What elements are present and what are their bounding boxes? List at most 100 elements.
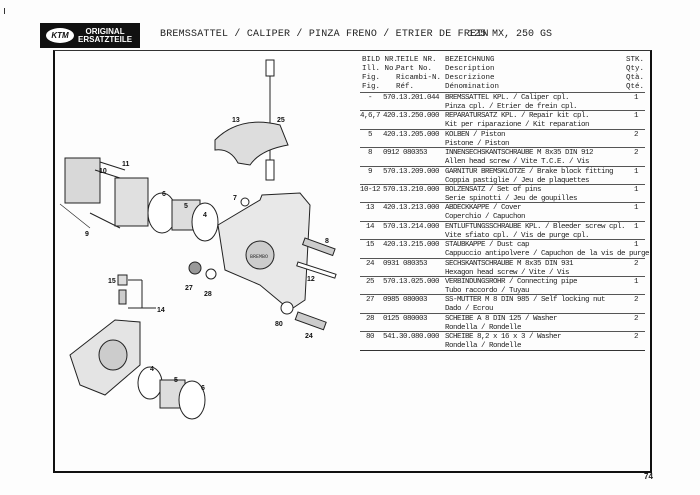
cell-fig: 4,6,7 <box>359 112 381 121</box>
cell-fig: 25 <box>365 278 375 286</box>
cell-desc2: Pistone / Piston <box>445 139 510 148</box>
callout-6: 6 <box>162 191 166 198</box>
callout-11: 11 <box>122 161 130 168</box>
cell-desc1: ENTLUFTUNGSSCHRAUBE KPL. / Bleeder screw… <box>445 222 626 231</box>
col-header-fig: BILD NR.Ill. No.Fig.Fig. <box>362 56 399 91</box>
washer-28 <box>205 268 217 280</box>
washer-80 <box>280 301 294 315</box>
ktm-logo-mark: KTM <box>46 28 74 43</box>
cell-fig: 15 <box>365 241 375 250</box>
cell-part: 541.30.080.000 <box>383 333 440 342</box>
cell-qty: 2 <box>634 149 639 158</box>
callout-8: 8 <box>325 238 329 245</box>
model-label: 125 MX, 250 GS <box>468 29 553 40</box>
callout-24: 24 <box>305 333 313 340</box>
cell-desc1: BREMSSATTEL KPL. / Caliper cpl. <box>445 94 570 102</box>
caliper-brand-mark: BREMBO <box>250 254 268 260</box>
pipe-fitting-bottom <box>265 159 275 181</box>
cell-fig: 28 <box>365 314 375 323</box>
table-bottom-rule <box>360 350 645 351</box>
cell-part: 420.13.215.000 <box>383 241 440 250</box>
cell-fig: 27 <box>365 296 375 305</box>
cell-desc1: SCHEIBE 8,2 x 16 x 3 / Washer <box>445 333 562 342</box>
cell-fig: - <box>367 94 373 102</box>
callout-4: 4 <box>203 212 207 219</box>
pin-12 <box>296 261 337 279</box>
cell-qty: 1 <box>634 222 639 231</box>
cell-desc1: SECHSKANTSCHRAUBE M 8x35 DIN 931 <box>445 259 574 268</box>
cell-part: 570.13.209.000 <box>383 167 440 176</box>
callout-27: 27 <box>185 285 193 292</box>
cell-desc1: BOLZENSATZ / Set of pins <box>445 186 542 194</box>
cell-desc2: Rondella / Rondelle <box>445 342 522 351</box>
cell-desc2: Hexagon head screw / Vite / Vis <box>445 268 570 277</box>
cell-qty: 2 <box>634 314 639 323</box>
cell-desc2: Tubo raccordo / Tuyau <box>445 287 530 295</box>
cell-fig: 5 <box>367 130 373 139</box>
cell-desc2: Coperchio / Capuchon <box>445 213 526 222</box>
cell-qty: 1 <box>634 186 639 194</box>
cell-desc2: Rondella / Rondelle <box>445 323 522 332</box>
oring-upper <box>191 202 219 242</box>
callout-12: 12 <box>307 276 315 283</box>
oring-7 <box>240 197 250 207</box>
cell-qty: 1 <box>634 241 639 250</box>
callout-4-lower: 4 <box>150 366 154 373</box>
pipe-fitting-top <box>265 59 275 77</box>
cell-qty: 2 <box>634 130 639 139</box>
callout-28: 28 <box>204 291 212 298</box>
cell-part: 570.13.210.000 <box>383 186 440 194</box>
hex-screw-24 <box>294 311 327 331</box>
cell-fig: 9 <box>367 167 373 176</box>
cell-desc1: KOLBEN / Piston <box>445 130 506 139</box>
content-frame <box>53 50 652 473</box>
callout-6-lower: 6 <box>201 385 205 392</box>
cell-part: 570.13.025.000 <box>383 278 440 286</box>
callout-25: 25 <box>277 117 285 124</box>
cell-desc1: INNENSECHSKANTSCHRAUBE M 8x35 DIN 912 <box>445 149 594 158</box>
logo-line1: ORIGINAL <box>85 26 125 36</box>
cell-fig: 10-12 <box>359 186 381 194</box>
cell-qty: 2 <box>634 333 639 342</box>
cell-desc2: Pinza cpl. / Etrier de frein cpl. <box>445 103 578 111</box>
cell-desc1: REPARATURSATZ KPL. / Repair kit cpl. <box>445 112 590 121</box>
seal-lower <box>178 380 206 420</box>
dust-cap <box>117 274 128 286</box>
cell-qty: 2 <box>634 296 639 305</box>
cover-part <box>214 121 289 166</box>
col-header-part: TEILE NR.Part No.Ricambi-N.Réf. <box>396 56 442 91</box>
callout-13: 13 <box>232 117 240 124</box>
callout-80: 80 <box>275 321 283 328</box>
cell-fig: 80 <box>365 333 375 342</box>
cell-desc2: Dado / Ecrou <box>445 305 494 314</box>
callout-5-lower: 5 <box>174 377 178 384</box>
cell-desc1: VERBINDUNGSROHR / Connecting pipe <box>445 278 578 286</box>
cell-desc2: Kit per riparazione / Kit reparation <box>445 121 590 130</box>
bleeder-screw <box>118 289 127 305</box>
callout-5: 5 <box>184 203 188 210</box>
page-number: 74 <box>644 472 653 481</box>
cell-desc1: STAUBKAPPE / Dust cap <box>445 241 530 250</box>
margin-mark <box>4 8 5 14</box>
allen-screw <box>301 237 336 257</box>
cell-part: 420.13.213.000 <box>383 204 440 213</box>
cell-part: 420.13.250.000 <box>383 112 440 121</box>
cell-part: 0125 080003 <box>383 314 428 323</box>
table-row: 28 0125 080003 SCHEIBE A 8 DIN 125 / Washe… <box>360 312 645 332</box>
logo-line2: ERSATZTEILE <box>78 34 133 44</box>
cell-desc2: Vite sfiato cpl. / Vis de purge cpl. <box>445 231 590 240</box>
cell-desc1: GARNITUR BREMSKLOTZE / Brake block fitti… <box>445 167 614 176</box>
cell-desc1: ABDECKKAPPE / Cover <box>445 204 522 213</box>
cell-desc1: SCHEIBE A 8 DIN 125 / Washer <box>445 314 558 323</box>
